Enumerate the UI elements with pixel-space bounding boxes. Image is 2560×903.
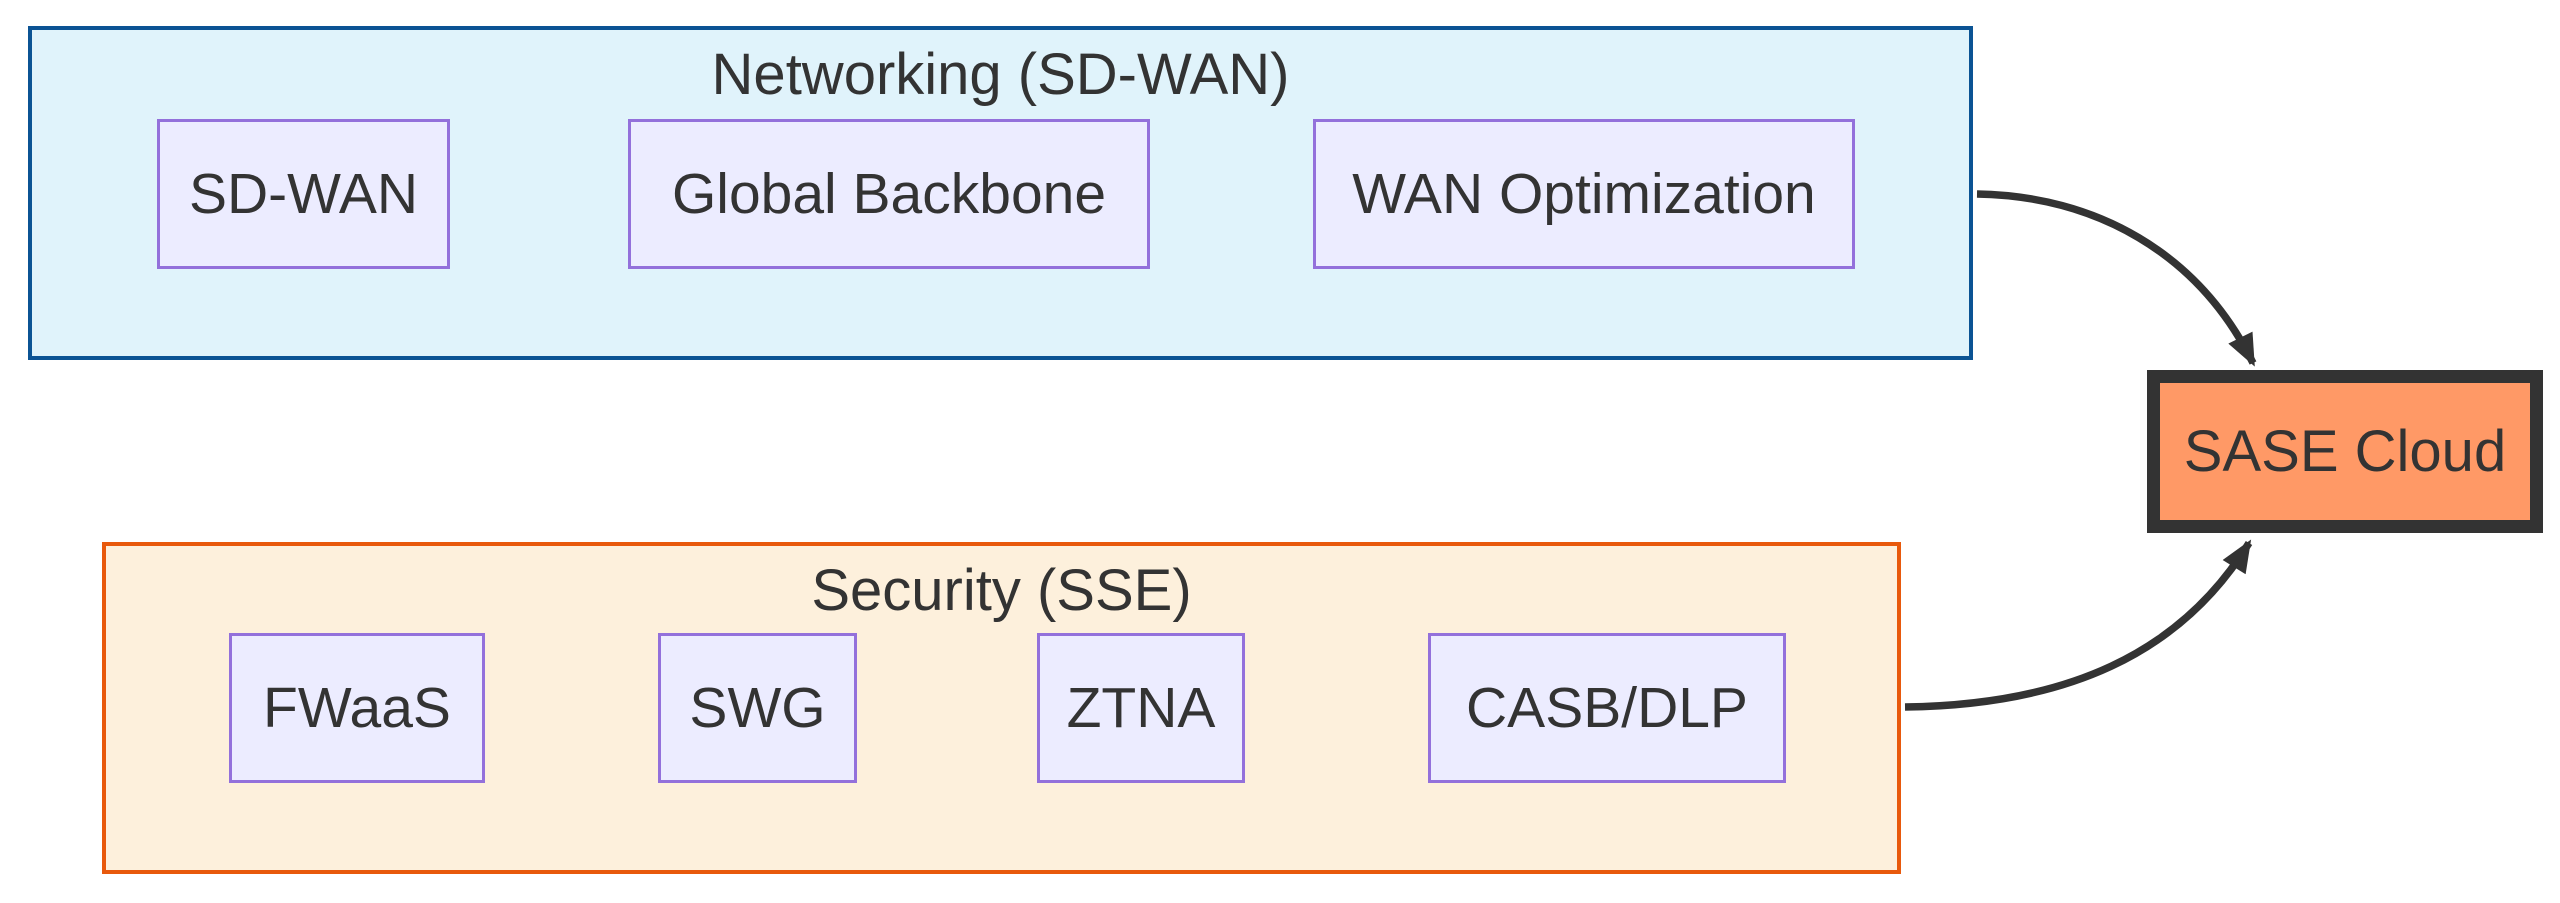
node-wan-optimization: WAN Optimization — [1313, 119, 1855, 269]
node-fwaas: FWaaS — [229, 633, 485, 783]
subgraph-networking-title: Networking (SD-WAN) — [711, 42, 1290, 107]
node-swg: SWG — [658, 633, 857, 783]
edge-networking-to-sase-cloud — [1976, 190, 2257, 367]
subgraph-security: Security (SSE) FWaaS SWG ZTNA CASB/DLP — [102, 542, 1901, 874]
node-global-backbone: Global Backbone — [628, 119, 1150, 269]
node-casb-dlp: CASB/DLP — [1428, 633, 1786, 783]
subgraph-networking: Networking (SD-WAN) SD-WAN Global Backbo… — [28, 26, 1973, 360]
node-ztna: ZTNA — [1037, 633, 1245, 783]
node-sase-cloud: SASE Cloud — [2147, 370, 2543, 533]
node-sd-wan: SD-WAN — [157, 119, 450, 269]
subgraph-security-title: Security (SSE) — [811, 558, 1192, 623]
edge-security-to-sase-cloud — [1904, 539, 2253, 711]
